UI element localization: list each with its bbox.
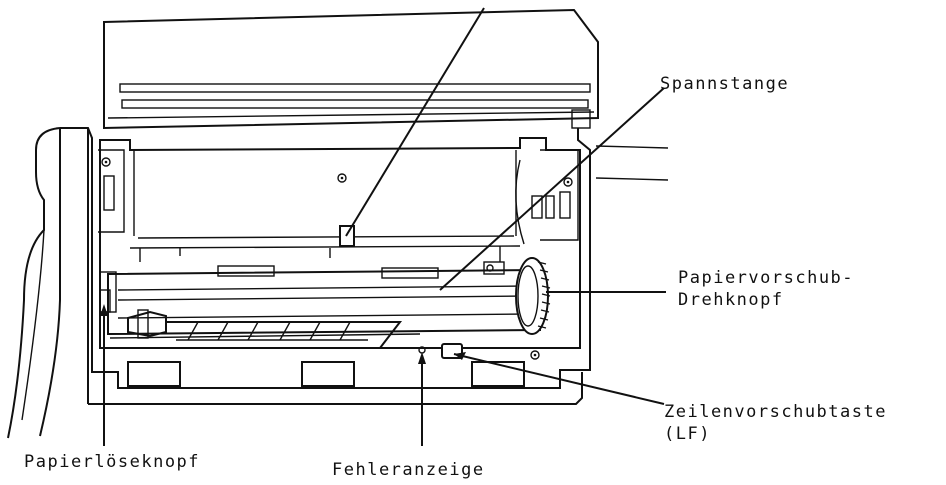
label-zeilenvorschub-2: (LF) xyxy=(664,424,711,444)
printer-cover xyxy=(103,8,599,130)
label-fehleranzeige: Fehleranzeige xyxy=(332,460,485,480)
paper-guide xyxy=(129,225,521,279)
screw-right xyxy=(530,350,540,360)
leader-spannstange xyxy=(439,87,665,291)
label-papiervorschub-1: Papiervorschub- xyxy=(678,268,855,288)
leader-lines xyxy=(100,7,666,446)
label-papierloese: Papierlöseknopf xyxy=(24,452,201,472)
label-zeilenvorschub-1: Zeilenvorschubtaste xyxy=(664,402,887,422)
leader-zeilenvorschub xyxy=(453,353,665,405)
printer-body xyxy=(7,127,591,439)
arrowhead-lf xyxy=(454,352,466,360)
paper-feed-knob xyxy=(515,257,551,335)
leader-top xyxy=(345,7,485,237)
screw-right-center xyxy=(533,353,537,357)
cable-lines xyxy=(595,145,669,181)
arrowhead-papierloese xyxy=(100,304,108,316)
label-spannstange: Spannstange xyxy=(660,74,790,94)
label-papiervorschub-2: Drehknopf xyxy=(678,290,784,310)
arrowhead-fehleranzeige xyxy=(418,352,426,364)
tractor-assembly xyxy=(109,309,421,349)
